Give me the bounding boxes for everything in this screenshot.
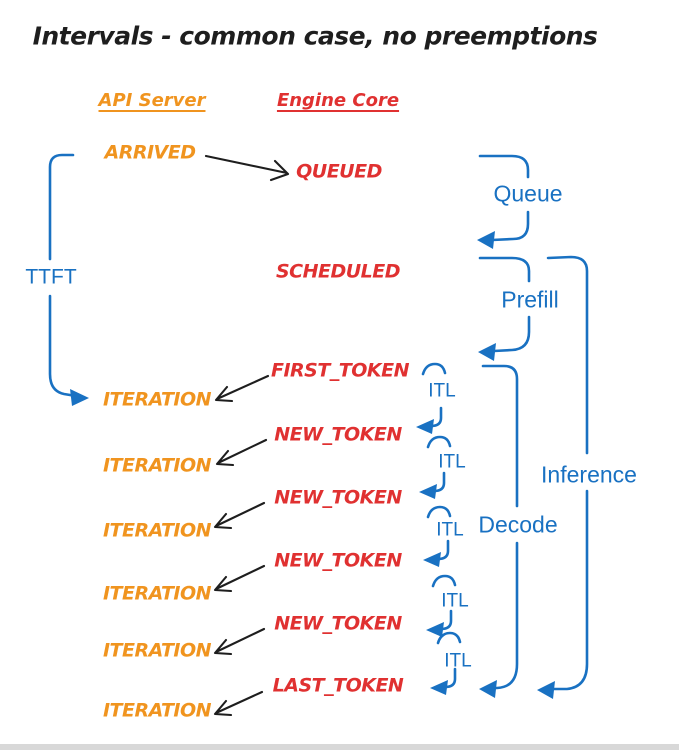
itl-arrowhead-3-icon (423, 552, 441, 567)
event-queued: QUEUED (296, 160, 382, 183)
column-header-engine-core: Engine Core (276, 90, 400, 111)
ttft-arrowhead-icon (70, 389, 89, 406)
interval-label-itl-2: ITL (438, 451, 466, 473)
interval-label-itl-1: ITL (428, 380, 456, 402)
ttft-bracket-bottom (48, 294, 78, 398)
itl-arc-5 (436, 631, 462, 645)
itl-arrowhead-2-icon (419, 484, 437, 499)
decode-bracket-top (481, 364, 519, 508)
event-new-token-2: NEW_TOKEN (274, 486, 402, 509)
itl-arc-1 (421, 362, 447, 376)
itl-arrowhead-1-icon (416, 419, 434, 434)
inference-arrowhead-icon (537, 681, 555, 699)
interval-label-prefill: Prefill (501, 286, 559, 313)
itl-arc-3 (426, 505, 452, 519)
column-header-api-server: API Server (98, 90, 206, 111)
interval-label-ttft: TTFT (25, 265, 77, 289)
event-iteration-5: ITERATION (102, 639, 212, 662)
arrow-last-token-to-iteration-6 (213, 690, 264, 717)
event-iteration-6: ITERATION (102, 699, 212, 722)
queue-bracket-top (478, 154, 530, 179)
prefill-bracket-top (478, 256, 531, 283)
itl-arrowhead-4-icon (426, 622, 444, 637)
inference-bracket-top (546, 255, 589, 455)
arrow-first-token-to-iteration-1 (214, 374, 270, 403)
interval-label-itl-4: ITL (441, 590, 469, 612)
ttft-bracket-top (48, 153, 75, 261)
decode-arrowhead-icon (479, 680, 497, 698)
interval-label-itl-5: ITL (444, 650, 472, 672)
itl-arrowhead-5-icon (430, 680, 448, 695)
itl-arc-4 (431, 574, 457, 588)
diagram-title: Intervals - common case, no preemptions (32, 21, 598, 51)
itl-arc-2 (426, 435, 452, 449)
arrow-new-token-3-to-iteration-4 (213, 564, 266, 593)
arrow-arrived-to-queued (204, 154, 290, 182)
arrow-new-token-1-to-iteration-2 (215, 438, 268, 467)
event-new-token-3: NEW_TOKEN (274, 549, 402, 572)
queue-arrowhead-icon (477, 231, 495, 249)
interval-label-inference: Inference (541, 461, 637, 488)
interval-label-decode: Decode (478, 511, 558, 538)
interval-label-itl-3: ITL (436, 519, 464, 541)
window-bottom-edge (0, 744, 679, 750)
event-new-token-1: NEW_TOKEN (274, 423, 402, 446)
interval-label-queue: Queue (493, 180, 563, 207)
event-iteration-2: ITERATION (102, 454, 212, 477)
event-arrived: ARRIVED (104, 141, 197, 164)
event-scheduled: SCHEDULED (275, 260, 401, 283)
event-first-token: FIRST_TOKEN (270, 359, 410, 382)
arrow-new-token-2-to-iteration-3 (213, 501, 266, 530)
event-iteration-1: ITERATION (102, 388, 212, 411)
queue-bracket-bottom (490, 210, 530, 242)
decode-bracket-bottom (492, 541, 519, 690)
inference-bracket-bottom (551, 489, 589, 691)
event-new-token-4: NEW_TOKEN (274, 612, 402, 635)
event-iteration-3: ITERATION (102, 519, 212, 542)
arrow-new-token-4-to-iteration-5 (213, 627, 266, 656)
event-iteration-4: ITERATION (102, 582, 212, 605)
prefill-bracket-bottom (492, 315, 531, 353)
prefill-arrowhead-icon (478, 343, 496, 361)
event-last-token: LAST_TOKEN (272, 674, 404, 697)
